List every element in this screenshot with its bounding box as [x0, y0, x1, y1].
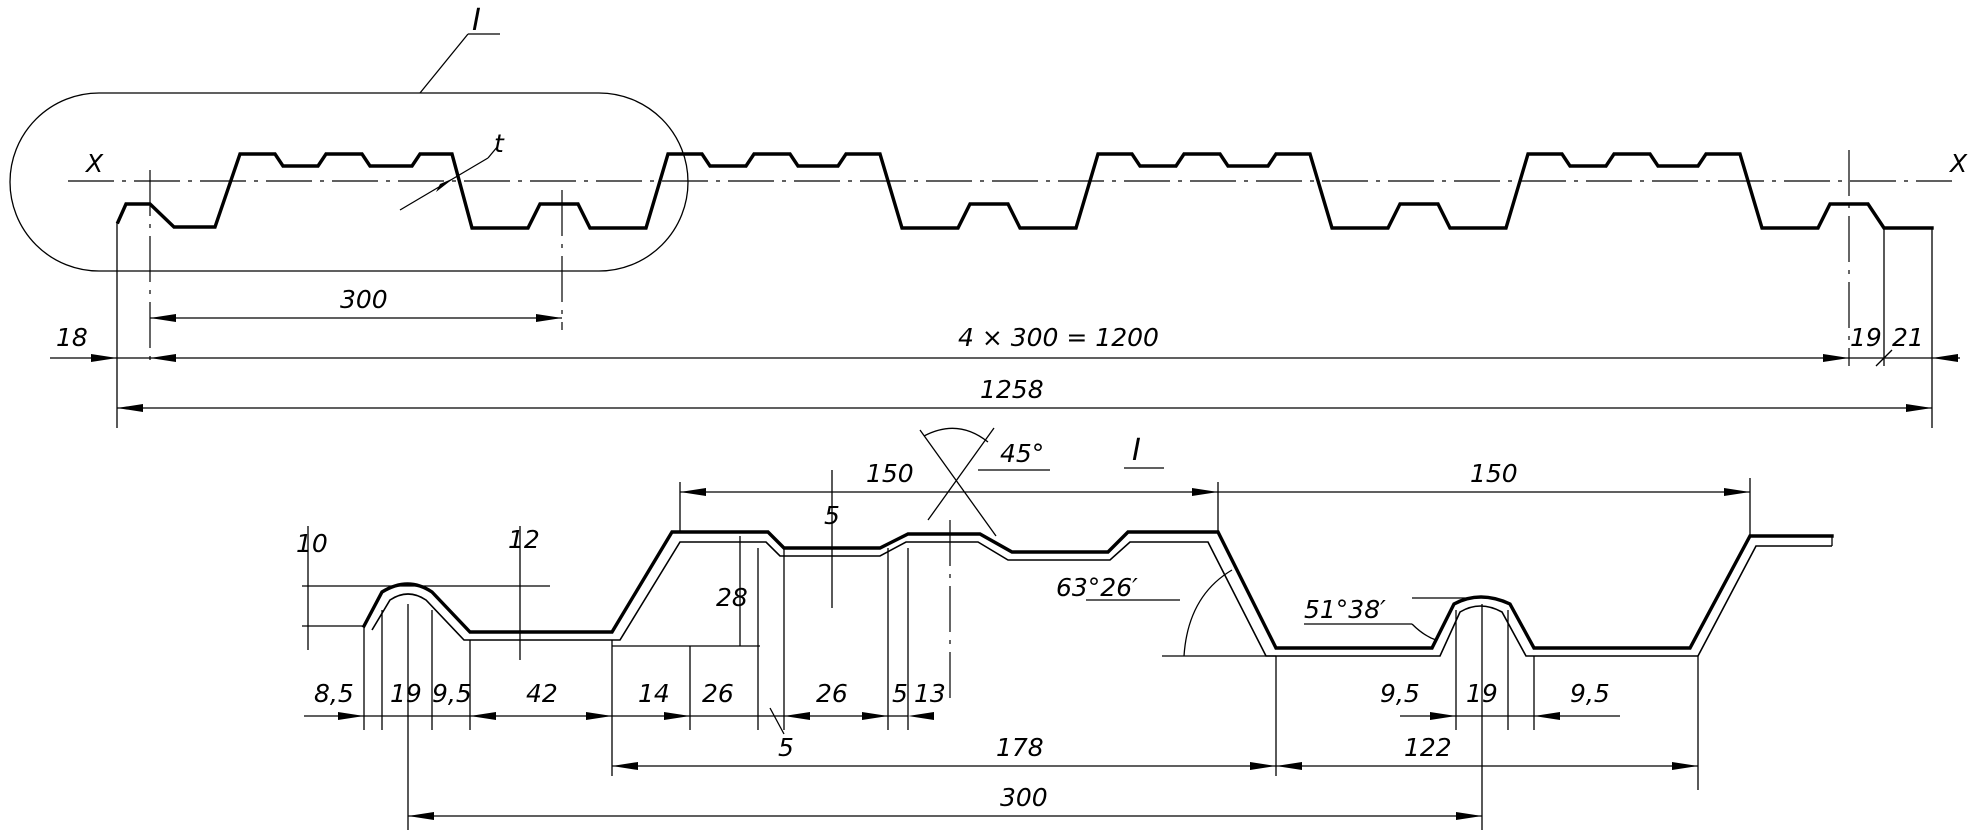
dim-300-arrow-l — [150, 314, 176, 322]
angle-45-line-a — [919, 429, 997, 537]
lead-5-label: 5 — [778, 733, 794, 762]
angle-63-arc — [1183, 569, 1233, 657]
lead-5-line — [769, 707, 785, 735]
dim-12-label: 12 — [508, 525, 540, 554]
dim-178-arrow-r — [1250, 762, 1276, 770]
dim-300-detail-arrow-l — [408, 812, 434, 820]
angle-45-line-b — [927, 427, 995, 521]
dim-122-arrow-r — [1672, 762, 1698, 770]
thickness-shelf — [487, 145, 499, 159]
dim-13-label: 13 — [914, 679, 946, 708]
dim-9-5-right-b-label: 9,5 — [1570, 679, 1610, 708]
detail-callout-outline — [9, 92, 689, 272]
dim-14-label: 14 — [638, 679, 670, 708]
detail-callout-label: I — [472, 3, 481, 38]
detail-title: I — [1132, 433, 1141, 468]
dim-300-detail-arrow-r — [1456, 812, 1482, 820]
dim-row1-arrow-a — [338, 712, 364, 720]
angle-63-label: 63°26′ — [1056, 573, 1138, 602]
dim-150-left-label: 150 — [866, 459, 914, 488]
dim-19-left-label: 19 — [390, 679, 422, 708]
dim-8-5-label: 8,5 — [314, 679, 354, 708]
thickness-label: t — [494, 129, 505, 158]
dim-21-arrow — [1932, 354, 1958, 362]
overall-view: I X X t 300 18 4 × 300 = 1200 19 — [9, 3, 1968, 428]
dim-122-arrow-l — [1276, 762, 1302, 770]
dim-5-rib-label: 5 — [824, 501, 840, 530]
dim-178-label: 178 — [996, 733, 1044, 762]
angle-51-label: 51°38′ — [1304, 595, 1386, 624]
dim-1200-label: 4 × 300 = 1200 — [958, 323, 1159, 352]
dim-1200-arrow-r — [1823, 354, 1849, 362]
dim-300-label: 300 — [340, 285, 388, 314]
detail-profile-outer — [361, 530, 1834, 650]
dim-row1-arrow-i — [1534, 712, 1560, 720]
detail-view: I 45° 150 150 5 10 — [296, 427, 1834, 830]
dim-1258-arrow-r — [1906, 404, 1932, 412]
dim-row1-arrow-b — [470, 712, 496, 720]
dim-300-detail-label: 300 — [1000, 783, 1048, 812]
dim-row1-arrow-f — [862, 712, 888, 720]
dim-1258-label: 1258 — [980, 375, 1044, 404]
dim-150-right-arrow — [1724, 488, 1750, 496]
dim-5-small-label: 5 — [892, 679, 908, 708]
dim-1200-arrow-l — [150, 354, 176, 362]
dim-row1-arrow-g — [908, 712, 934, 720]
angle-45-arc — [923, 427, 989, 443]
dim-18-label: 18 — [56, 323, 88, 352]
dim-150-left-arrow-r — [1192, 488, 1218, 496]
dim-19-label: 19 — [1850, 323, 1882, 352]
dim-300-arrow-r — [536, 314, 562, 322]
detail-callout-leader — [419, 33, 469, 94]
dim-26-a-label: 26 — [702, 679, 734, 708]
angle-51-arc — [1411, 623, 1437, 641]
dim-10-label: 10 — [296, 529, 328, 558]
dim-18-arrow — [91, 354, 117, 362]
dim-28-label: 28 — [716, 583, 748, 612]
dim-row1-arrow-e — [784, 712, 810, 720]
dim-row1-arrow-h — [1430, 712, 1456, 720]
dim-1258-arrow-l — [117, 404, 143, 412]
dim-26-b-label: 26 — [816, 679, 848, 708]
dim-178-arrow-l — [612, 762, 638, 770]
thickness-arrow — [436, 178, 454, 192]
dim-row1-arrow-c — [586, 712, 612, 720]
dim-122-label: 122 — [1404, 733, 1452, 762]
sheet-profile — [115, 152, 1934, 230]
dim-9-5-left-label: 9,5 — [432, 679, 472, 708]
dim-42-label: 42 — [526, 679, 558, 708]
axis-x-label-left: X — [84, 149, 104, 178]
dim-row1-arrow-d — [664, 712, 690, 720]
axis-x-label-right: X — [1948, 149, 1968, 178]
detail-profile-inner — [371, 541, 1832, 657]
dim-19-tick — [1875, 349, 1893, 367]
dim-9-5-right-a-label: 9,5 — [1380, 679, 1420, 708]
dim-150-left-arrow — [680, 488, 706, 496]
dim-150-right-label: 150 — [1470, 459, 1518, 488]
angle-45-label: 45° — [1000, 439, 1044, 468]
dim-21-label: 21 — [1892, 323, 1924, 352]
